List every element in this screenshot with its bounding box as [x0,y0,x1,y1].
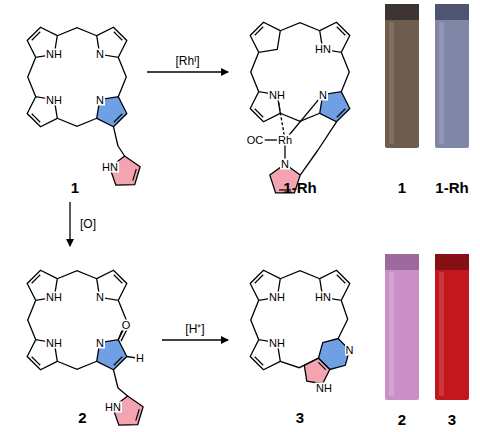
meso-bond [28,300,36,339]
double-bond [32,114,41,123]
atom-label: NH [45,292,63,303]
meso-bond [251,300,259,339]
ring [304,358,330,384]
atom-label: N [95,338,105,349]
meso-bond [57,118,96,126]
meso-bond [57,271,96,279]
compound-number: 3 [296,410,304,426]
double-bond [133,169,136,181]
double-bond [32,275,41,284]
atom-label: NH [268,292,286,303]
atom-label: N [280,159,290,170]
compound-number: 2 [78,410,86,426]
bond [300,150,318,175]
meso-bond [251,52,259,91]
cuvette-label: 3 [448,412,456,428]
bond [285,95,323,140]
double-bond [255,109,264,118]
atom-label: N [95,49,105,60]
double-bond [114,275,123,284]
atom-label: NH [45,49,63,60]
compound-box: 1 [5,2,145,200]
meso-bond [280,23,319,31]
double-bond [32,32,41,41]
meso-bond [118,57,126,96]
meso-bond [341,52,349,91]
double-bond [114,357,123,366]
bond [277,95,285,140]
ring [250,22,280,52]
cuvette [385,4,419,148]
double-bond [318,362,325,369]
meso-bond [57,361,96,369]
cuvette [435,4,469,148]
compound-box: 1-Rh [230,2,370,200]
double-bond [136,409,139,421]
reaction-arrow [162,339,228,340]
double-bond [337,27,346,36]
double-bond [114,32,123,41]
double-bond [337,109,346,118]
bond [114,127,119,146]
meso-bond [280,113,319,121]
atom-label: OC [246,135,265,146]
atom-label: HN [314,44,332,55]
bond [114,370,119,388]
reaction-arrow [69,202,70,246]
compound-number: 1 [71,180,79,196]
atom-label: NH [268,338,286,349]
double-bond [337,275,346,284]
atom-label: HN [104,402,122,413]
double-bond [255,27,264,36]
atom-label: HN [101,162,119,173]
atom-label: N [95,292,105,303]
atom-label: O [121,320,132,331]
meso-bond [280,271,319,279]
atom-label: N [95,95,105,106]
atom-label: N [318,90,328,101]
atom-label: NH [45,95,63,106]
atom-label: Rh [277,135,293,146]
bond [118,146,125,156]
reagent-label: [H⁺] [183,323,206,336]
reagent-label: [Rhᴵ] [173,55,201,68]
double-bond [255,357,264,366]
cuvette [385,254,419,400]
cuvette-label: 2 [398,412,406,428]
cuvette-label: 1 [398,180,406,196]
reaction-arrow [147,71,228,72]
atom-label: N [345,345,355,356]
atom-label: NH [268,90,286,101]
meso-bond [28,57,36,96]
bond [318,122,337,150]
double-bond [255,275,264,284]
atom-label: H [135,353,145,364]
compound-number: 1-Rh [283,180,316,196]
double-bond [32,357,41,366]
atom-label: NH [45,338,63,349]
cuvette-label: 1-Rh [435,180,468,196]
compound-box: 3 [230,248,370,430]
compound-box: 2 [5,248,160,430]
bond [118,388,128,396]
atom-label: HN [314,292,332,303]
reagent-label: [O] [78,218,98,231]
atom-label: NH [315,383,333,394]
cuvette [435,254,469,400]
double-bond [114,114,123,123]
meso-bond [57,28,96,36]
meso-bond [338,300,348,338]
